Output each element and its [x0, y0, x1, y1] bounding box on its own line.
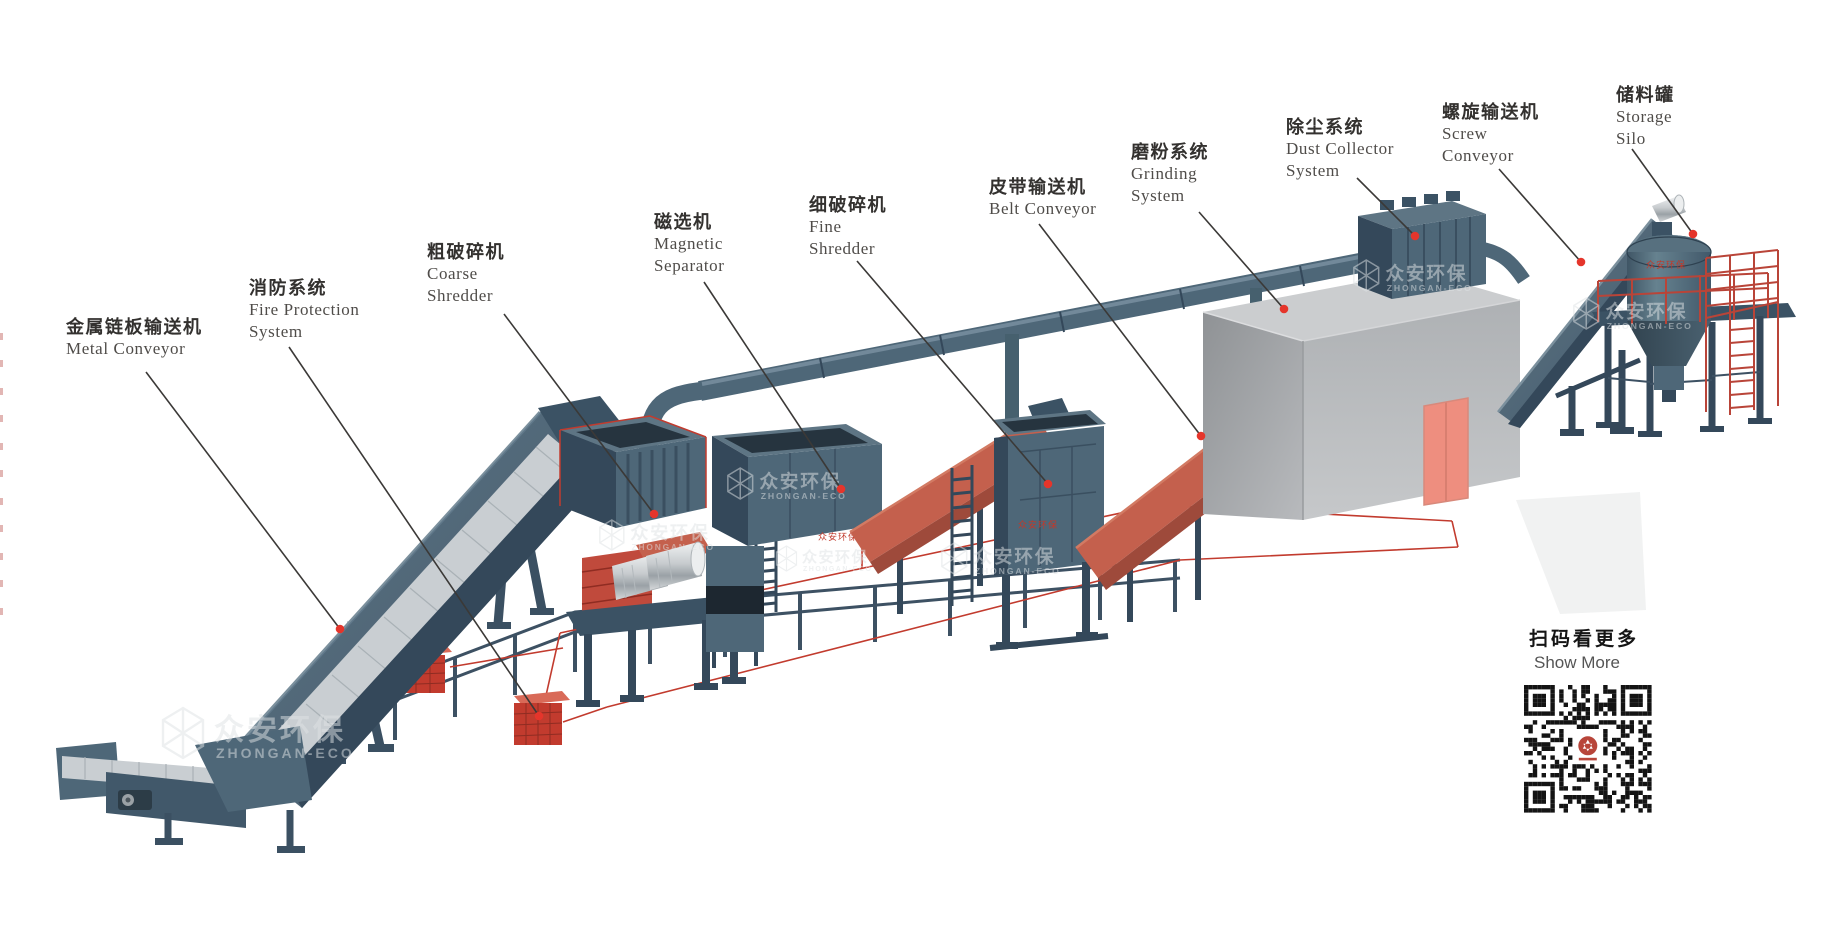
svg-text:ZHONGAN-ECO: ZHONGAN-ECO	[632, 542, 715, 552]
label-fire-protection-en: Fire Protection System	[249, 300, 360, 341]
machine-stencil-text: 众安环保	[818, 531, 858, 542]
label-dust-collector-zh: 除尘系统	[1286, 117, 1364, 137]
building-shadow	[1516, 492, 1646, 614]
label-metal-conveyor-zh: 金属链板输送机	[66, 317, 203, 337]
svg-text:众安环保: 众安环保	[214, 714, 346, 747]
svg-text:ZHONGAN-ECO: ZHONGAN-ECO	[1607, 321, 1693, 331]
label-magnetic-separator-en: Magnetic Separator	[654, 234, 725, 275]
watermark: 众安环保 ZHONGAN-ECO 众安环保 ZHONGAN-ECO 众安环保 Z…	[161, 259, 1693, 761]
label-magnetic-separator-zh: 磁选机	[654, 212, 713, 232]
label-metal-conveyor: 金属链板输送机 Metal Conveyor	[66, 316, 203, 360]
label-dust-collector-en: Dust Collector System	[1286, 139, 1395, 180]
svg-text:ZHONGAN-ECO: ZHONGAN-ECO	[216, 745, 355, 761]
label-fire-protection-zh: 消防系统	[249, 278, 327, 298]
label-fine-shredder-zh: 细破碎机	[809, 195, 887, 215]
svg-text:ZHONGAN-ECO: ZHONGAN-ECO	[803, 566, 872, 573]
svg-text:众安环保: 众安环保	[630, 522, 709, 543]
qr-caption-en: Show More	[1534, 653, 1620, 672]
qr-code	[1524, 685, 1652, 813]
label-belt-conveyor-en: Belt Conveyor	[989, 199, 1097, 218]
svg-text:众安环保: 众安环保	[802, 548, 868, 566]
svg-text:众安环保: 众安环保	[1605, 301, 1687, 323]
label-screw-conveyor-en: Screw Conveyor	[1442, 124, 1514, 165]
left-edge-artifact	[0, 333, 3, 615]
qr-caption-zh: 扫码看更多	[1529, 629, 1640, 650]
svg-text:众安环保: 众安环保	[973, 546, 1055, 568]
label-screw-conveyor-zh: 螺旋输送机	[1442, 102, 1540, 122]
svg-text:ZHONGAN-ECO: ZHONGAN-ECO	[975, 566, 1061, 576]
storage-silo-graphic: 众安环保	[1592, 235, 1796, 437]
label-belt-conveyor: 皮带输送机 Belt Conveyor	[989, 176, 1096, 220]
svg-text:ZHONGAN-ECO: ZHONGAN-ECO	[1387, 283, 1473, 293]
label-grinding-system-zh: 磨粉系统	[1131, 142, 1209, 162]
label-metal-conveyor-en: Metal Conveyor	[66, 339, 186, 358]
qr-block: 扫码看更多 Show More	[1506, 624, 1676, 817]
building-door	[1423, 397, 1469, 506]
label-belt-conveyor-zh: 皮带输送机	[989, 177, 1087, 197]
machine-stencil-text: 众安环保	[1018, 519, 1058, 530]
conveyor-drive-motor	[118, 790, 152, 810]
label-grinding-system-en: Grinding System	[1131, 164, 1198, 205]
machine-stencil-text: 众安环保	[1646, 259, 1686, 270]
svg-text:ZHONGAN-ECO: ZHONGAN-ECO	[761, 491, 847, 501]
label-coarse-shredder-en: Coarse Shredder	[427, 264, 494, 305]
label-coarse-shredder-zh: 粗破碎机	[427, 242, 505, 262]
silo-scaffold	[1705, 249, 1779, 415]
label-storage-silo-zh: 储料罐	[1616, 85, 1675, 105]
qr-center-logo	[1578, 736, 1598, 756]
label-storage-silo-en: Storage Silo	[1616, 107, 1673, 148]
label-fine-shredder-en: Fine Shredder	[809, 217, 876, 258]
svg-text:众安环保: 众安环保	[1385, 263, 1467, 285]
